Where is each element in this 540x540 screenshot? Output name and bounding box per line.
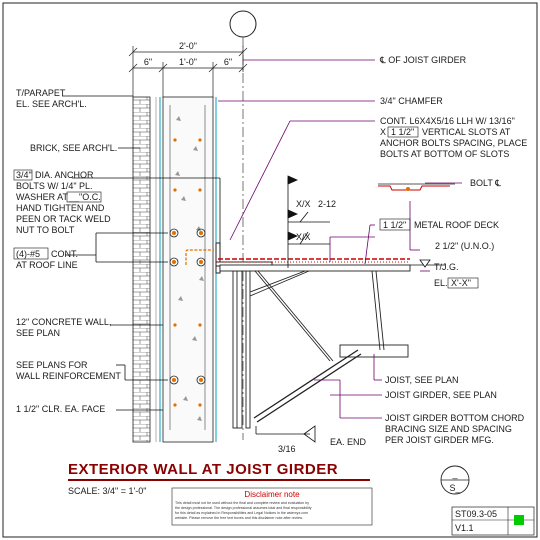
joist-girder-seat: [219, 264, 411, 429]
dimension-strings: [128, 46, 248, 98]
label-el-box: X'-X": [451, 278, 471, 288]
weld-symbols: [255, 175, 330, 443]
concrete-wall: [159, 96, 217, 443]
dim-right: 6": [224, 57, 232, 67]
disclaimer-heading: Disclaimer note: [244, 490, 300, 499]
deck-section-inset: [378, 183, 455, 191]
label-angle-4: BOLTS AT BOTTOM OF SLOTS: [380, 149, 509, 159]
dim-overall: 2'-0": [179, 41, 197, 51]
label-weld-1: X/X: [296, 199, 311, 209]
label-angle-2-pre: x: [380, 127, 386, 137]
label-wall-2: SEE PLAN: [16, 328, 60, 338]
disclaimer-line: This detail must not be used without the…: [175, 501, 309, 505]
label-bars-loc: AT ROOF LINE: [16, 260, 78, 270]
label-el-pre: EL.: [434, 278, 448, 288]
label-tjg: T/J.G.: [434, 262, 459, 272]
label-parapet-ref: EL. SEE ARCH'L.: [16, 99, 87, 109]
title-block: EXTERIOR WALL AT JOIST GIRDER SCALE: 3/4…: [68, 461, 470, 496]
sheet-number: ST09.3-05: [455, 509, 497, 519]
label-anchor-2: BOLTS W/ 1/4" PL.: [16, 181, 93, 191]
label-chamfer: 3/4" CHAMFER: [380, 96, 443, 106]
label-anchor-5: PEEN OR TACK WELD: [16, 214, 111, 224]
left-leaders: [62, 95, 221, 411]
label-girder: JOIST GIRDER, SEE PLAN: [385, 390, 497, 400]
detail-scale: SCALE: 3/4" = 1'-0": [68, 486, 146, 496]
detail-bubble-top: _: [451, 469, 458, 479]
annotation-labels: ℄ OF JOIST GIRDER T/PARAPET EL. SEE ARCH…: [13, 55, 527, 454]
sheet-info: ST09.3-05 V1.1: [451, 506, 535, 536]
metal-roof-deck: [218, 258, 410, 263]
detail-bubble-bottom: S_: [449, 483, 461, 493]
label-anchor-1: DIA. ANCHOR: [35, 170, 94, 180]
label-clr: 1 1/2" CLR. EA. FACE: [16, 404, 105, 414]
label-bracing-2: BRACING SIZE AND SPACING: [385, 424, 512, 434]
label-anchor-box: 3/4": [16, 170, 32, 180]
label-angle-1: CONT. L6x4x5/16 LLH W/ 13/16": [380, 116, 515, 126]
label-weld-1-size: 2-12: [318, 199, 336, 209]
label-angle-2-box: 1 1/2": [391, 127, 414, 137]
sheet-version: V1.1: [455, 523, 474, 533]
label-deck-depth: 2 1/2" (U.N.O.): [435, 241, 494, 251]
label-bracing-1: JOIST GIRDER BOTTOM CHORD: [385, 413, 525, 423]
label-joist: JOIST, SEE PLAN: [385, 375, 459, 385]
label-reinf: SEE PLANS FOR: [16, 360, 88, 370]
label-deck-box: 1 1/2": [383, 220, 406, 230]
label-angle-3: ANCHOR BOLTS SPACING, PLACE: [380, 138, 527, 148]
detail-title: EXTERIOR WALL AT JOIST GIRDER: [68, 461, 338, 478]
label-bars-box: (4)-#5: [16, 249, 40, 259]
disclaimer-note: Disclaimer note This detail must not be …: [171, 487, 373, 526]
dim-left: 6": [144, 57, 152, 67]
label-bracing-3: PER JOIST GIRDER MFG.: [385, 435, 494, 445]
grid-bubble: [229, 10, 257, 38]
label-reinf-2: WALL REINFORCEMENT: [16, 371, 121, 381]
label-anchor-3-box: __"o.c.: [68, 192, 101, 202]
label-wall: 12" CONCRETE WALL,: [16, 317, 111, 327]
label-angle-2-post: VERTICAL SLOTS AT: [422, 127, 511, 137]
status-indicator: [514, 515, 524, 525]
joist-web: [249, 270, 409, 423]
label-anchor-3-pre: WASHER AT: [16, 192, 69, 202]
disclaimer-line: the design professional. The design prof…: [175, 506, 312, 510]
label-weld-2: X/X: [296, 232, 311, 242]
label-bolt-cl: BOLT ℄: [470, 178, 501, 188]
label-weld-3: 3/16: [278, 444, 296, 454]
label-weld-3-note: EA. END: [330, 437, 367, 447]
label-parapet: T/PARAPET: [16, 88, 66, 98]
label-bars: CONT.: [51, 249, 78, 259]
label-anchor-4: HAND TIGHTEN AND: [16, 203, 105, 213]
label-deck: METAL ROOF DECK: [414, 220, 499, 230]
disclaimer-line: for this detail as explained in Responsi…: [175, 511, 308, 515]
label-brick: BRICK, SEE ARCH'L.: [30, 143, 117, 153]
dim-middle: 1'-0": [179, 57, 197, 67]
brick-veneer: [132, 96, 151, 443]
label-anchor-6: NUT TO BOLT: [16, 225, 75, 235]
level-marker: [410, 259, 445, 268]
leader-lines: [218, 59, 462, 419]
label-joist-girder-cl: ℄ OF JOIST GIRDER: [379, 55, 467, 65]
disclaimer-line: website. Please remove the free text box…: [175, 516, 303, 520]
